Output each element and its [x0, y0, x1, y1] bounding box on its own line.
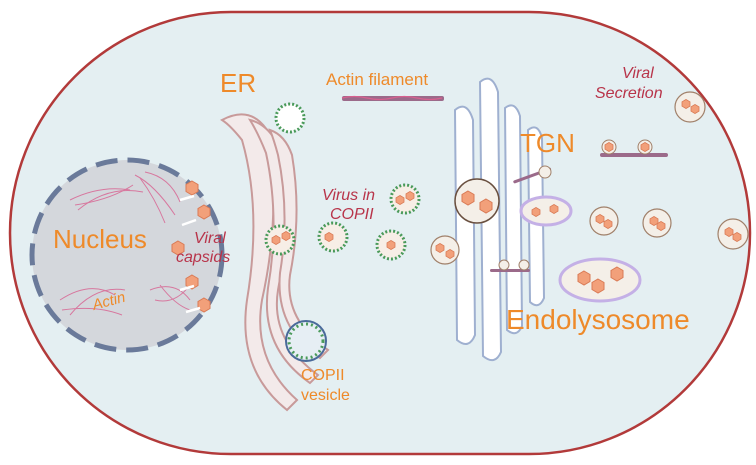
virus-in-copii-label-line1: Virus in — [322, 187, 375, 204]
secretion-vesicle — [674, 91, 706, 123]
viral-secretion-label-line2: Secretion — [595, 85, 663, 102]
virus-in-copii-label-line2: COPII — [330, 206, 374, 223]
endolysosome-small — [519, 195, 573, 227]
actin-filament-label: Actin filament — [326, 70, 428, 89]
endolysosome-large — [558, 257, 642, 303]
copii-vesicle-top — [274, 102, 306, 134]
endolysosome-label: Endolysosome — [506, 304, 690, 335]
vesicle-right-2 — [642, 208, 672, 238]
viral-capsids-label-line2: capsids — [176, 249, 230, 266]
er-label: ER — [220, 68, 256, 98]
viral-capsids-label-line1: Viral — [194, 230, 226, 247]
golgi-tgn — [453, 77, 546, 362]
copii-vesicle-label-line1: COPII — [301, 367, 345, 384]
copii-vesicle-mid — [317, 221, 349, 253]
nucleus-label: Nucleus — [53, 224, 147, 254]
vesicle-edge — [717, 218, 749, 250]
tgn-label: TGN — [520, 128, 575, 158]
tgn-actin-filaments — [490, 139, 668, 272]
nucleus — [29, 157, 225, 353]
cell-membrane — [8, 10, 752, 456]
copii-vesicle-er — [264, 224, 296, 256]
copii-vesicle-mid3 — [375, 229, 407, 261]
vesicle-right-1 — [589, 206, 619, 236]
endoplasmic-reticulum — [220, 113, 330, 412]
copii-vesicle-mid2 — [389, 183, 421, 215]
tgn-vesicle — [454, 178, 500, 224]
actin-filament-bar — [341, 95, 444, 101]
tgn-small-vesicle — [430, 235, 460, 265]
copii-vesicle-label-line2: vesicle — [301, 387, 350, 404]
viral-secretion-label-line1: Viral — [622, 65, 654, 82]
copii-vesicle-large — [285, 320, 327, 362]
